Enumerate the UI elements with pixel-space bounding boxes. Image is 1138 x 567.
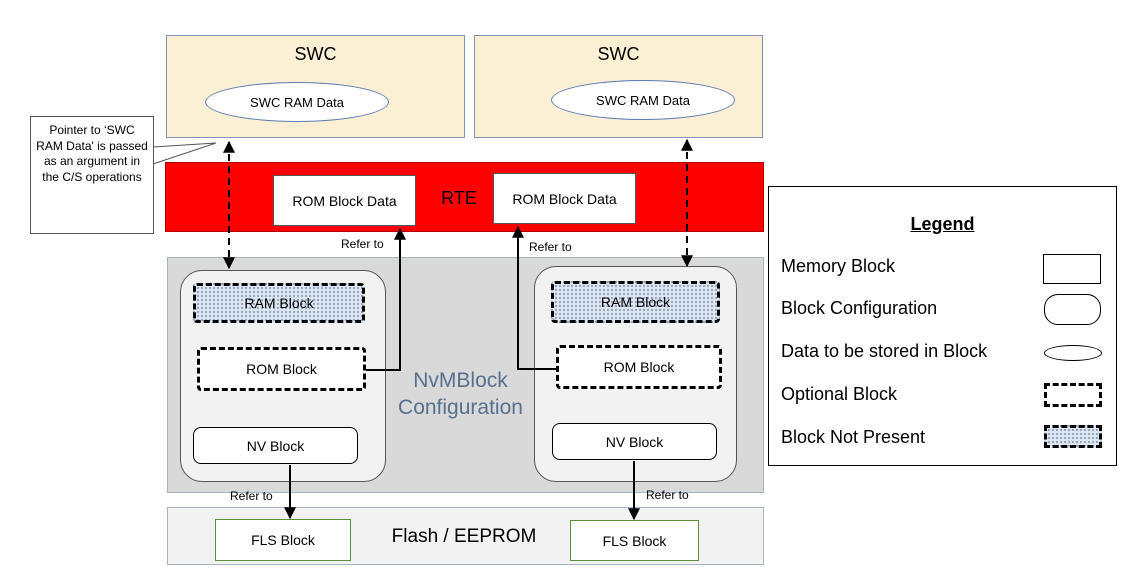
optional-block-symbol — [1044, 383, 1102, 407]
data-ellipse-symbol — [1044, 345, 1102, 361]
fls-block-right: FLS Block — [570, 520, 699, 561]
block-not-present-symbol — [1044, 425, 1102, 448]
fls-block-left: FLS Block — [215, 519, 351, 561]
refer-to-label-nv-left: Refer to — [230, 489, 273, 503]
refer-to-label-rom-left: Refer to — [341, 237, 384, 251]
legend-item-optional-block: Optional Block — [781, 384, 898, 404]
rom-refer-arrow-right — [512, 225, 556, 370]
nv-block-left: NV Block — [193, 427, 358, 464]
legend-box — [768, 186, 1117, 466]
pointer-callout-text: Pointer to ‘SWC RAM Data' is passed as a… — [36, 123, 148, 184]
rte-bar — [165, 162, 764, 232]
ram-block-right: RAM Block — [551, 281, 720, 323]
legend-item-block-configuration: Block Configuration — [781, 298, 938, 318]
legend-item-memory-block: Memory Block — [781, 256, 896, 276]
swc-ram-data-left: SWC RAM Data — [205, 82, 389, 122]
swc-title-right: SWC — [597, 44, 640, 64]
swc-ram-data-right: SWC RAM Data — [551, 80, 735, 120]
rom-block-data-left: ROM Block Data — [273, 175, 416, 226]
swc-title-left: SWC — [294, 44, 337, 64]
memory-block-symbol — [1043, 254, 1101, 284]
rom-block-left: ROM Block — [197, 347, 366, 391]
rom-block-right: ROM Block — [556, 345, 722, 389]
refer-to-label-rom-right: Refer to — [529, 240, 572, 254]
rte-label: RTE — [441, 187, 477, 208]
flash-eeprom-label: Flash / EEPROM — [391, 526, 537, 547]
rom-refer-arrow-left — [366, 227, 406, 371]
nvm-block-configuration-label: NvMBlock Configuration — [398, 369, 523, 419]
nv-block-right: NV Block — [552, 423, 717, 460]
refer-to-label-nv-right: Refer to — [646, 488, 689, 502]
legend-item-data-to-be-stored: Data to be stored in Block — [781, 341, 988, 361]
legend-title: Legend — [910, 213, 975, 234]
block-configuration-symbol — [1044, 294, 1101, 325]
callout-pointer — [152, 142, 217, 165]
rom-block-data-right: ROM Block Data — [493, 173, 636, 224]
legend-item-block-not-present: Block Not Present — [781, 427, 926, 447]
pointer-callout: Pointer to ‘SWC RAM Data' is passed as a… — [30, 116, 154, 234]
ram-block-left: RAM Block — [193, 283, 365, 323]
